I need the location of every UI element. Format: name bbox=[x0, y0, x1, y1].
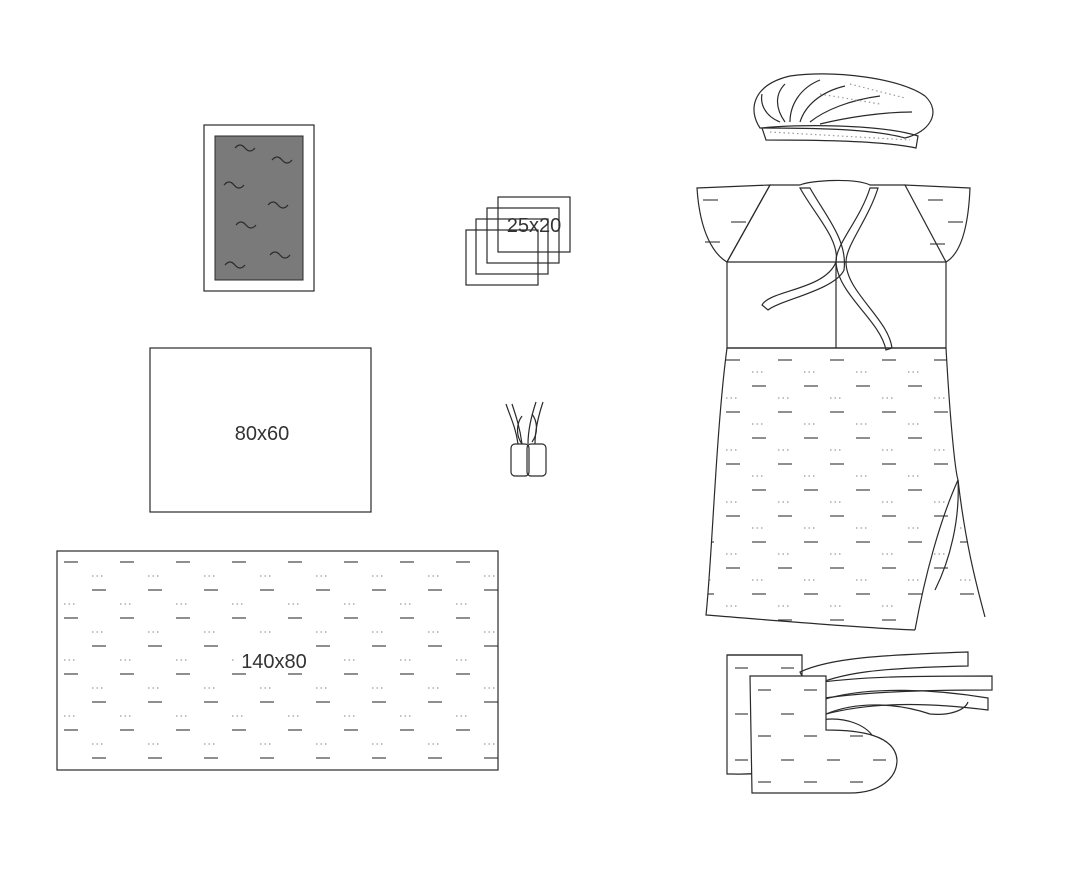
bouffant-cap-icon bbox=[753, 73, 934, 149]
gauze-size-label: 25x20 bbox=[507, 215, 562, 237]
overshoes-icon bbox=[726, 651, 993, 794]
absorbent-pad-icon bbox=[203, 124, 315, 292]
sheet-140x80: 140x80 bbox=[56, 550, 499, 771]
gown-icon bbox=[696, 179, 986, 631]
sheet-80x60: 80x60 bbox=[149, 347, 372, 513]
sheet-small-label: 80x60 bbox=[235, 423, 290, 445]
sheet-large-label: 140x80 bbox=[241, 651, 307, 673]
identification-tags-icon bbox=[505, 401, 547, 477]
gauze-stack-icon: 25x20 bbox=[465, 196, 571, 286]
